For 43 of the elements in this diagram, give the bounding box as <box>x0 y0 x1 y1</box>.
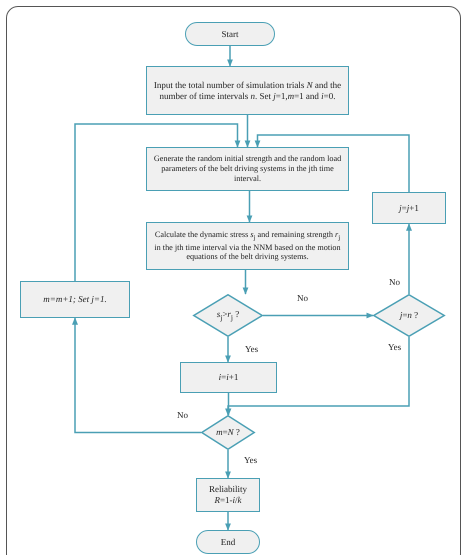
process-box <box>372 192 446 224</box>
decision-diamond <box>201 415 255 450</box>
arrow <box>263 312 374 318</box>
node-text: Reliability <box>209 484 247 495</box>
process-box <box>146 222 349 270</box>
arrow <box>225 450 231 479</box>
edge-label: No <box>296 294 309 304</box>
arrow <box>72 317 201 434</box>
node-text: s$_{j}$>r$_{j}$ ? <box>216 309 240 322</box>
edge-label: Yes <box>244 345 260 355</box>
node-text: j=n ? <box>400 310 418 321</box>
arrow <box>225 337 410 416</box>
node-text: m=N ? <box>216 427 240 438</box>
arrow <box>225 337 231 363</box>
node-text: Start <box>222 28 238 40</box>
arrow <box>74 123 240 281</box>
node-text: j=j+1 <box>399 202 419 214</box>
process-box <box>196 478 260 512</box>
arrow <box>242 270 248 295</box>
arrow <box>254 134 410 192</box>
node-text: R=1-i/k <box>214 495 242 506</box>
arrow <box>244 115 250 148</box>
arrow <box>406 223 412 294</box>
edge-label: Yes <box>387 343 402 353</box>
node-text: Generate the random initial strength and the random load parameters of the belt driving systems in the jth time interval. <box>152 154 342 184</box>
arrow <box>246 191 252 223</box>
process-box <box>146 147 349 191</box>
process-box <box>20 281 130 318</box>
node-text: End <box>220 536 236 548</box>
node-text: Calculate the dynamic stress s$_{j}$ and remaining strength r$_{j}$ in the jth time interval via the NNM based on the motion equations of the belt driving systems. <box>153 230 342 262</box>
edge-label: No <box>176 411 189 421</box>
decision-diamond <box>373 294 445 337</box>
arrow <box>227 46 233 67</box>
process-box <box>146 66 349 115</box>
edge-label: Yes <box>243 456 258 466</box>
process-box <box>180 362 277 393</box>
arrow <box>225 512 231 531</box>
arrow <box>226 393 232 416</box>
edge-label: No <box>388 278 401 288</box>
node-text: i=i+1 <box>218 372 238 383</box>
node-text: m=m+1; Set j=1. <box>43 294 107 305</box>
node-text: Input the total number of simulation trials N and the number of time intervals n. Set j=1,m=1 and i=0. <box>152 80 342 102</box>
decision-diamond <box>193 294 263 337</box>
